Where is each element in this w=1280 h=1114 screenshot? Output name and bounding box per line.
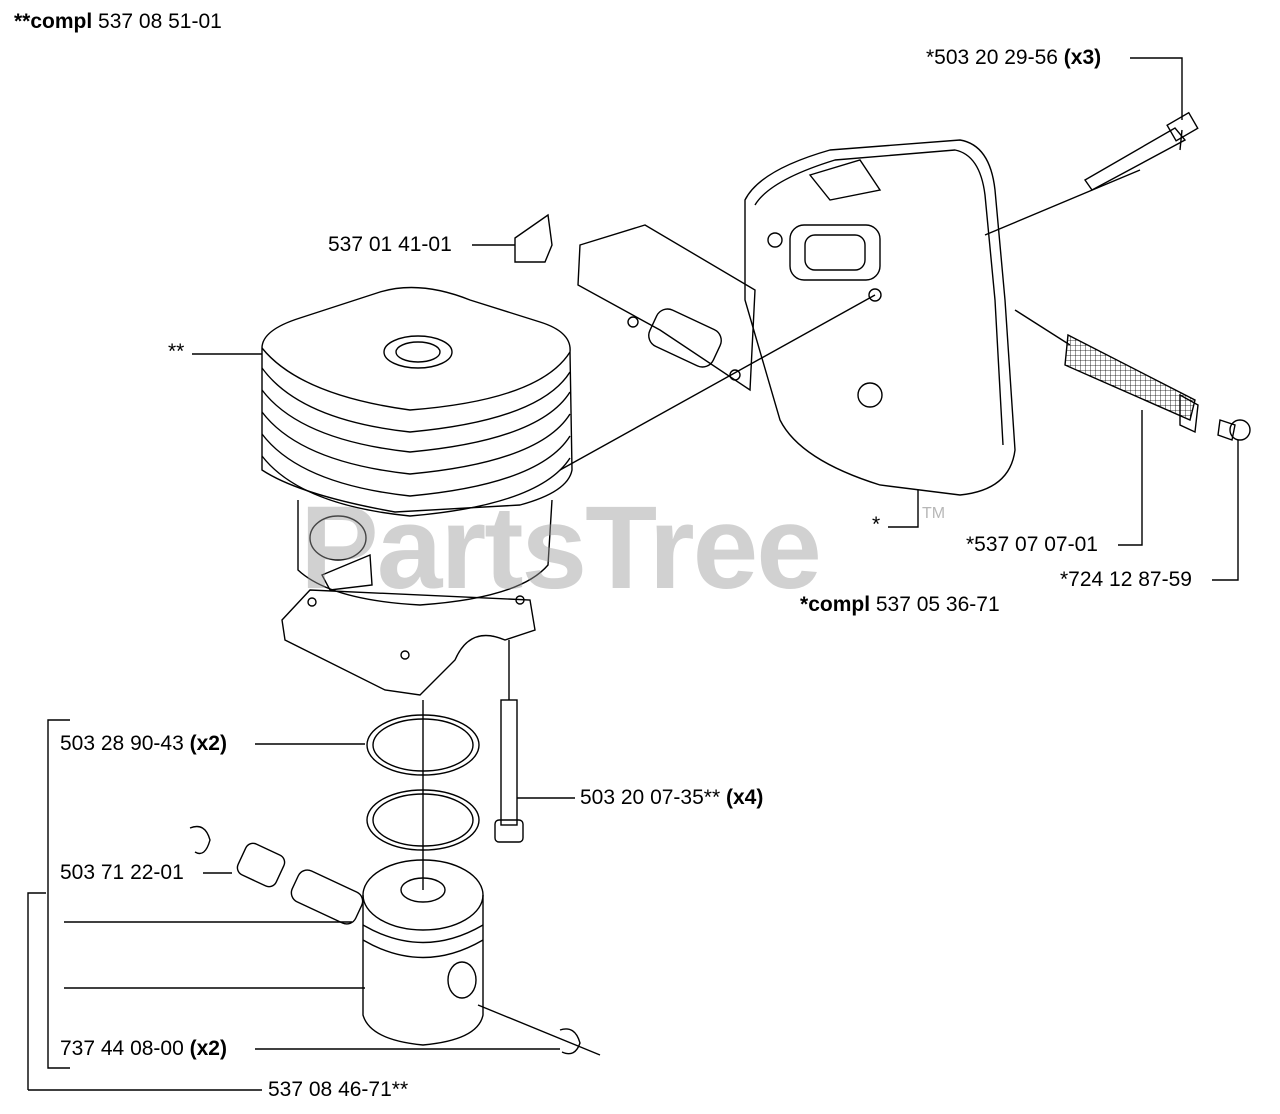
label-muffler-compl: *compl 537 05 36-71 bbox=[800, 593, 1000, 616]
label-cylinder-bolt: 503 20 07-35** (x4) bbox=[580, 786, 764, 809]
label-bolt-top: *503 20 29-56 (x3) bbox=[926, 46, 1102, 69]
screw-drawing bbox=[1217, 419, 1251, 441]
gasket-drawing bbox=[514, 213, 756, 392]
label-screw: *724 12 87-59 bbox=[1060, 568, 1192, 591]
label-cylinder-star: ** bbox=[168, 340, 185, 363]
label-piston-kit: 537 08 46-71** bbox=[268, 1078, 409, 1101]
piston-rings-drawing bbox=[366, 714, 480, 851]
label-muffler-star: * bbox=[872, 513, 881, 536]
cylinder-bolt-drawing bbox=[494, 699, 524, 843]
watermark-tm: TM bbox=[922, 505, 946, 522]
leader-lines bbox=[27, 57, 1239, 1091]
label-gasket: 537 01 41-01 bbox=[328, 233, 452, 256]
muffler-drawing bbox=[744, 139, 1016, 496]
bolt-top-drawing bbox=[1083, 111, 1199, 191]
piston-drawing bbox=[362, 859, 484, 1046]
label-piston-rings: 503 28 90-43 (x2) bbox=[60, 732, 227, 755]
label-spark-screen: *537 07 07-01 bbox=[966, 533, 1098, 556]
cylinder-drawing bbox=[261, 286, 573, 696]
label-circlip: 737 44 08-00 (x2) bbox=[60, 1037, 227, 1060]
watermark: PartsTree bbox=[300, 482, 822, 614]
bearing-pin-drawing bbox=[189, 825, 581, 1055]
spark-screen-drawing bbox=[1064, 333, 1199, 434]
label-needle-bearing: 503 71 22-01 bbox=[60, 861, 184, 884]
label-cylinder-compl: **compl 537 08 51-01 bbox=[14, 10, 222, 33]
